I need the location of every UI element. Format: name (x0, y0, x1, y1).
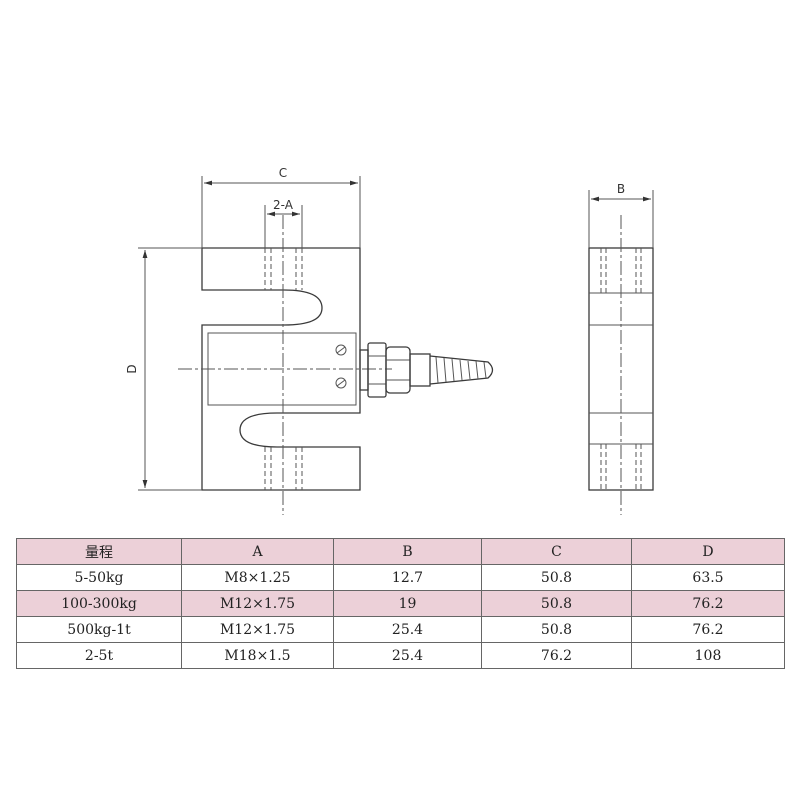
cable-connector (359, 342, 494, 398)
dimension-c-label: C (279, 166, 287, 180)
dimension-c: C (201, 166, 361, 248)
dimension-b: B (588, 182, 654, 248)
table-row: 2-5t M18×1.5 25.4 76.2 108 (16, 642, 785, 669)
table-cell: 25.4 (333, 616, 482, 643)
table-cell: M18×1.5 (181, 642, 334, 669)
table-cell: 100-300kg (16, 590, 182, 617)
table-cell: 19 (333, 590, 482, 617)
dimension-d-label: D (125, 364, 139, 373)
s-body-outline (201, 247, 361, 491)
table-cell: 76.2 (631, 616, 785, 643)
table-cell: 5-50kg (16, 564, 182, 591)
header-c: C (481, 538, 632, 565)
table-cell: M12×1.75 (181, 616, 334, 643)
header-a: A (181, 538, 334, 565)
specification-table: 量程 A B C D 5-50kg M8×1.25 12.7 50.8 63.5… (16, 538, 785, 669)
dimension-2a: 2-A (264, 198, 303, 248)
table-cell: 76.2 (631, 590, 785, 617)
front-view: C 2-A D (125, 166, 494, 515)
threaded-hole-bottom (264, 447, 303, 490)
table-cell: 12.7 (333, 564, 482, 591)
dimension-d: D (125, 247, 202, 491)
technical-drawing: C 2-A D (125, 166, 654, 515)
table-cell: 108 (631, 642, 785, 669)
header-d: D (631, 538, 785, 565)
table-cell: 500kg-1t (16, 616, 182, 643)
side-view: B (588, 182, 654, 515)
table-row: 500kg-1t M12×1.75 25.4 50.8 76.2 (16, 616, 785, 643)
threaded-hole-top (264, 248, 303, 290)
header-range: 量程 (16, 538, 182, 565)
dimension-2a-label: 2-A (273, 198, 294, 212)
dimension-b-label: B (617, 182, 625, 196)
table-cell: 50.8 (481, 616, 632, 643)
table-cell: 25.4 (333, 642, 482, 669)
header-b: B (333, 538, 482, 565)
table-cell: 76.2 (481, 642, 632, 669)
table-cell: 50.8 (481, 590, 632, 617)
table-cell: M8×1.25 (181, 564, 334, 591)
table-cell: 63.5 (631, 564, 785, 591)
table-cell: M12×1.75 (181, 590, 334, 617)
table-cell: 50.8 (481, 564, 632, 591)
table-header-row: 量程 A B C D (16, 538, 785, 565)
screw-icon (335, 344, 347, 389)
table-row: 5-50kg M8×1.25 12.7 50.8 63.5 (16, 564, 785, 591)
table-row: 100-300kg M12×1.75 19 50.8 76.2 (16, 590, 785, 617)
table-cell: 2-5t (16, 642, 182, 669)
